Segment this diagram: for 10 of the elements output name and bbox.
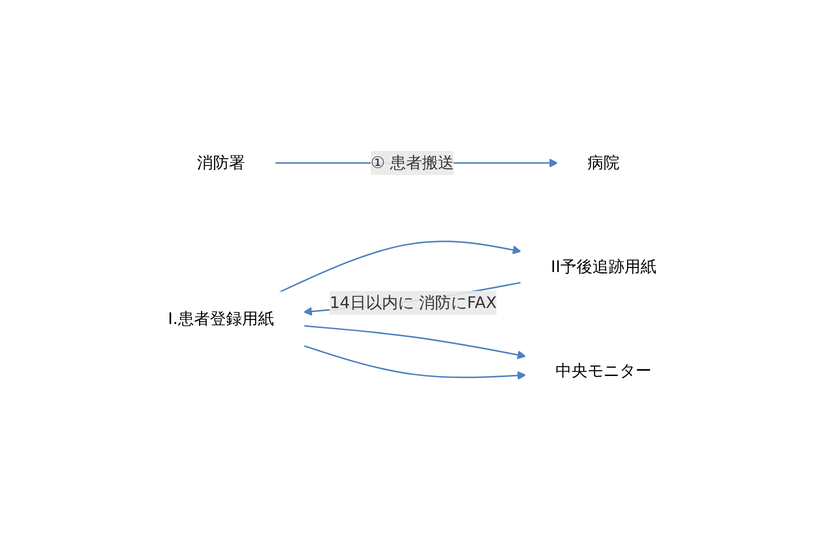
arrow <box>303 344 526 380</box>
node-text: I.患者登録用紙 <box>168 308 274 328</box>
arrow <box>304 324 526 359</box>
edge-label: 14日以内に 消防にFAX <box>329 292 496 312</box>
node-text: II予後追跡用紙 <box>550 256 656 276</box>
arrow <box>279 240 522 292</box>
node-text: 病院 <box>587 152 620 172</box>
node-text: 中央モニター <box>555 360 652 380</box>
edge-label: ① 患者搬送 <box>370 152 454 172</box>
node-text: 消防署 <box>196 152 245 172</box>
